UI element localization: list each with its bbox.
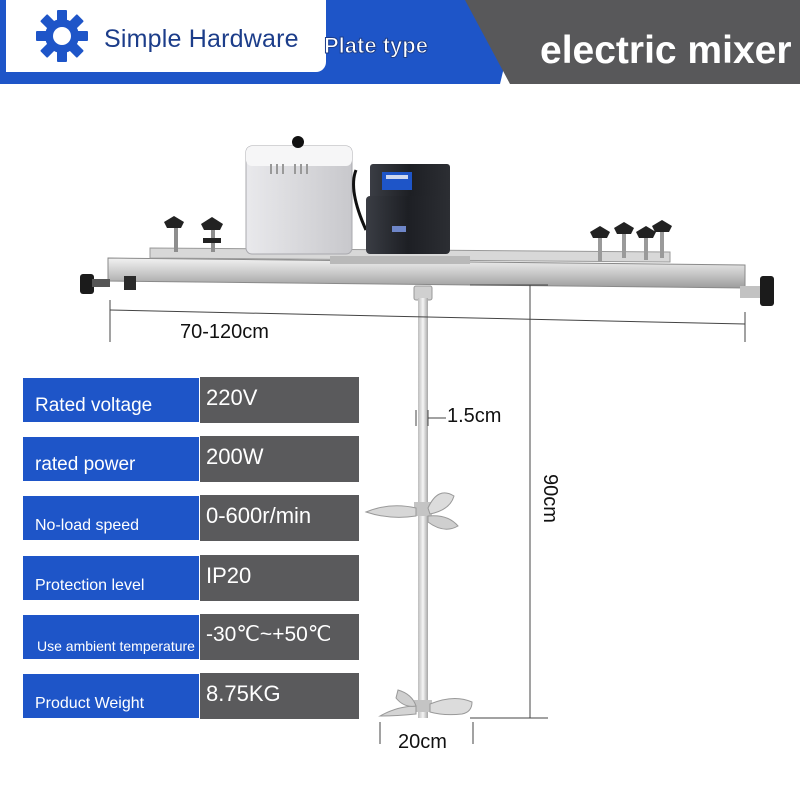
- spec-label: Product Weight: [35, 695, 145, 712]
- spec-label: Protection level: [35, 577, 145, 594]
- brand-name: Simple Hardware: [104, 25, 299, 53]
- width-dimension-label: 70-120cm: [180, 321, 269, 343]
- shaft-coupling: [413, 285, 433, 301]
- spec-row-protection-level: Protection level IP20: [22, 555, 359, 601]
- spec-value: 200W: [206, 444, 264, 469]
- spec-value-cell: 8.75KG: [200, 673, 359, 719]
- dimension-lines: [109, 284, 746, 744]
- page-title: electric mixer: [540, 29, 792, 72]
- blade-span-label: 20cm: [398, 731, 447, 753]
- motor: [352, 164, 450, 254]
- spec-label-cell: Product Weight: [22, 673, 200, 719]
- height-dimension-label: 90cm: [539, 474, 561, 523]
- spec-value-cell: -30℃~+50℃: [200, 614, 359, 660]
- spec-label-cell: Protection level: [22, 555, 200, 601]
- spec-label-cell: Use ambient temperature: [22, 614, 200, 660]
- spec-value-cell: 220V: [200, 377, 359, 423]
- spec-label: Rated voltage: [35, 395, 153, 416]
- end-clamp-left: [80, 274, 136, 294]
- spec-row-ambient-temperature: Use ambient temperature -30℃~+50℃: [22, 614, 359, 660]
- knob-right: [590, 220, 672, 262]
- spec-value: 220V: [206, 385, 258, 410]
- spec-row-rated-power: rated power 200W: [22, 436, 359, 482]
- product-type-label: Plate type: [324, 33, 429, 59]
- spec-row-product-weight: Product Weight 8.75KG: [22, 673, 359, 719]
- gear-icon: [36, 10, 88, 62]
- spec-label: Use ambient temperature: [37, 638, 195, 654]
- spec-label-cell: Rated voltage: [22, 377, 200, 423]
- spec-row-no-load-speed: No-load speed 0-600r/min: [22, 495, 359, 541]
- spec-value: 0-600r/min: [206, 503, 312, 528]
- spec-value: IP20: [206, 563, 252, 588]
- spec-label-cell: rated power: [22, 436, 200, 482]
- spec-label-cell: No-load speed: [22, 495, 200, 541]
- spec-value-cell: 200W: [200, 436, 359, 482]
- spec-value-cell: 0-600r/min: [200, 495, 359, 541]
- spec-label: rated power: [35, 454, 136, 475]
- spec-value-cell: IP20: [200, 555, 359, 601]
- knob-left: [164, 216, 223, 252]
- spec-value: -30℃~+50℃: [206, 623, 332, 646]
- upper-propeller: [364, 492, 459, 530]
- lower-propeller: [378, 689, 473, 717]
- spec-label: No-load speed: [35, 517, 140, 534]
- end-clamp-right: [740, 276, 774, 306]
- mounting-rail: [107, 247, 746, 289]
- spec-row-rated-voltage: Rated voltage 220V: [22, 377, 359, 423]
- spec-value: 8.75KG: [206, 681, 281, 706]
- header-banner-gray: [465, 0, 800, 84]
- shaft-diameter-label: 1.5cm: [447, 405, 502, 427]
- control-box: [245, 136, 353, 255]
